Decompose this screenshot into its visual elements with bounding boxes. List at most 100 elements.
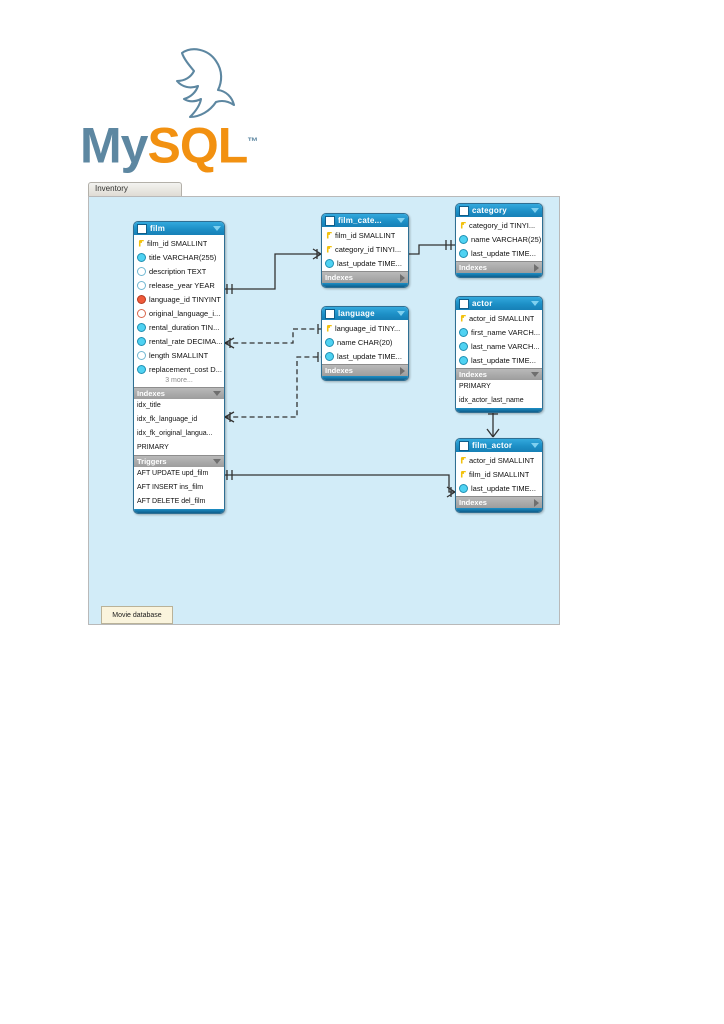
table-header-category[interactable]: category bbox=[456, 204, 542, 217]
tab-inventory[interactable]: Inventory bbox=[88, 182, 182, 197]
key-icon bbox=[460, 456, 466, 464]
notnull-icon bbox=[459, 483, 468, 493]
trigger-item[interactable]: AFT DELETE del_film bbox=[137, 498, 206, 505]
table-header-film-category[interactable]: film_cate... bbox=[322, 214, 408, 227]
table-film[interactable]: film film_id SMALLINT title VARCHAR(255)… bbox=[133, 221, 225, 514]
table-column[interactable]: last_update TIME... bbox=[456, 481, 542, 495]
column-label: actor_id SMALLINT bbox=[469, 313, 535, 323]
more-columns-label[interactable]: 3 more... bbox=[165, 377, 193, 384]
chevron-down-icon[interactable] bbox=[213, 391, 221, 396]
table-icon bbox=[459, 440, 469, 451]
relationship-film-language-1[interactable] bbox=[225, 328, 327, 344]
chevron-down-icon[interactable] bbox=[531, 301, 539, 306]
table-film-actor[interactable]: film_actor actor_id SMALLINT film_id SMA… bbox=[455, 438, 543, 513]
chevron-down-icon[interactable] bbox=[531, 372, 539, 377]
chevron-down-icon[interactable] bbox=[397, 311, 405, 316]
table-column[interactable]: last_update TIME... bbox=[322, 256, 408, 270]
key-icon bbox=[460, 314, 466, 322]
table-column[interactable]: category_id TINYI... bbox=[456, 218, 542, 232]
relationship-film_category-category[interactable] bbox=[407, 244, 455, 255]
index-item[interactable]: idx_fk_original_langua... bbox=[137, 430, 213, 437]
table-column[interactable]: last_update TIME... bbox=[322, 349, 408, 363]
index-item[interactable]: PRIMARY bbox=[459, 383, 491, 390]
trademark-symbol: ™ bbox=[247, 136, 258, 148]
table-column[interactable]: category_id TINYI... bbox=[322, 242, 408, 256]
key-icon bbox=[138, 239, 144, 247]
table-column[interactable]: film_id SMALLINT bbox=[456, 467, 542, 481]
foreignkey-null-icon bbox=[137, 308, 146, 318]
section-indexes[interactable]: Indexes bbox=[322, 271, 408, 283]
table-column[interactable]: language_id TINY... bbox=[322, 321, 408, 335]
table-column[interactable]: first_name VARCH... bbox=[456, 325, 542, 339]
chevron-right-icon[interactable] bbox=[400, 366, 405, 375]
section-indexes[interactable]: Indexes bbox=[456, 496, 542, 508]
chevron-right-icon[interactable] bbox=[534, 498, 539, 507]
table-icon bbox=[459, 205, 469, 216]
index-item[interactable]: PRIMARY bbox=[137, 444, 169, 451]
table-column[interactable]: film_id SMALLINT bbox=[322, 228, 408, 242]
column-label: language_id TINY... bbox=[335, 323, 401, 333]
chevron-right-icon[interactable] bbox=[534, 263, 539, 272]
index-item[interactable]: idx_title bbox=[137, 402, 161, 409]
table-header-film[interactable]: film bbox=[134, 222, 224, 235]
relationship-film-language-2[interactable] bbox=[225, 356, 327, 418]
table-header-film-actor[interactable]: film_actor bbox=[456, 439, 542, 452]
chevron-down-icon[interactable] bbox=[397, 218, 405, 223]
table-footer bbox=[456, 273, 542, 277]
index-list: idx_title idx_fk_language_id idx_fk_orig… bbox=[134, 399, 224, 455]
trigger-item[interactable]: AFT INSERT ins_film bbox=[137, 484, 204, 491]
table-footer bbox=[456, 408, 542, 412]
table-icon bbox=[459, 298, 469, 309]
relationship-film-film_category[interactable] bbox=[223, 253, 321, 290]
notnull-icon bbox=[137, 252, 146, 262]
table-header-language[interactable]: language bbox=[322, 307, 408, 320]
index-item[interactable]: idx_actor_last_name bbox=[459, 397, 524, 404]
section-indexes[interactable]: Indexes bbox=[456, 368, 542, 380]
table-film-category[interactable]: film_cate... film_id SMALLINT category_i… bbox=[321, 213, 409, 288]
table-column[interactable]: replacement_cost D... bbox=[134, 362, 224, 376]
table-column[interactable]: release_year YEAR bbox=[134, 278, 224, 292]
chevron-down-icon[interactable] bbox=[213, 459, 221, 464]
table-column[interactable]: description TEXT bbox=[134, 264, 224, 278]
chevron-down-icon[interactable] bbox=[531, 443, 539, 448]
notnull-icon bbox=[325, 258, 334, 268]
chevron-right-icon[interactable] bbox=[400, 273, 405, 282]
table-column[interactable]: name CHAR(20) bbox=[322, 335, 408, 349]
table-column[interactable]: title VARCHAR(255) bbox=[134, 250, 224, 264]
section-triggers[interactable]: Triggers bbox=[134, 455, 224, 467]
chevron-down-icon[interactable] bbox=[213, 226, 221, 231]
key-icon bbox=[460, 470, 466, 478]
table-column[interactable]: original_language_i... bbox=[134, 306, 224, 320]
section-indexes[interactable]: Indexes bbox=[456, 261, 542, 273]
table-column[interactable]: name VARCHAR(25) bbox=[456, 232, 542, 246]
section-indexes[interactable]: Indexes bbox=[134, 387, 224, 399]
nullable-icon bbox=[137, 350, 146, 360]
trigger-item[interactable]: AFT UPDATE upd_film bbox=[137, 470, 209, 477]
table-category[interactable]: category category_id TINYI... name VARCH… bbox=[455, 203, 543, 278]
table-column[interactable]: actor_id SMALLINT bbox=[456, 311, 542, 325]
index-item[interactable]: idx_fk_language_id bbox=[137, 416, 198, 423]
table-icon bbox=[137, 223, 147, 234]
diagram-canvas[interactable]: film film_id SMALLINT title VARCHAR(255)… bbox=[88, 196, 560, 625]
table-name: category bbox=[472, 206, 507, 215]
table-column[interactable]: last_name VARCH... bbox=[456, 339, 542, 353]
section-title: Indexes bbox=[459, 263, 487, 272]
section-indexes[interactable]: Indexes bbox=[322, 364, 408, 376]
column-label: actor_id SMALLINT bbox=[469, 455, 535, 465]
column-list: actor_id SMALLINT film_id SMALLINT last_… bbox=[456, 452, 542, 496]
table-column[interactable]: length SMALLINT bbox=[134, 348, 224, 362]
table-actor[interactable]: actor actor_id SMALLINT first_name VARCH… bbox=[455, 296, 543, 413]
table-column[interactable]: film_id SMALLINT bbox=[134, 236, 224, 250]
table-column[interactable]: rental_rate DECIMA... bbox=[134, 334, 224, 348]
table-column[interactable]: language_id TINYINT bbox=[134, 292, 224, 306]
relationship-film-film_actor[interactable] bbox=[223, 474, 455, 493]
table-column[interactable]: last_update TIME... bbox=[456, 246, 542, 260]
chevron-down-icon[interactable] bbox=[531, 208, 539, 213]
table-column[interactable]: actor_id SMALLINT bbox=[456, 453, 542, 467]
diagram-note[interactable]: Movie database bbox=[101, 606, 173, 624]
table-column[interactable]: rental_duration TIN... bbox=[134, 320, 224, 334]
notnull-icon bbox=[459, 355, 468, 365]
table-header-actor[interactable]: actor bbox=[456, 297, 542, 310]
table-column[interactable]: last_update TIME... bbox=[456, 353, 542, 367]
table-language[interactable]: language language_id TINY... name CHAR(2… bbox=[321, 306, 409, 381]
